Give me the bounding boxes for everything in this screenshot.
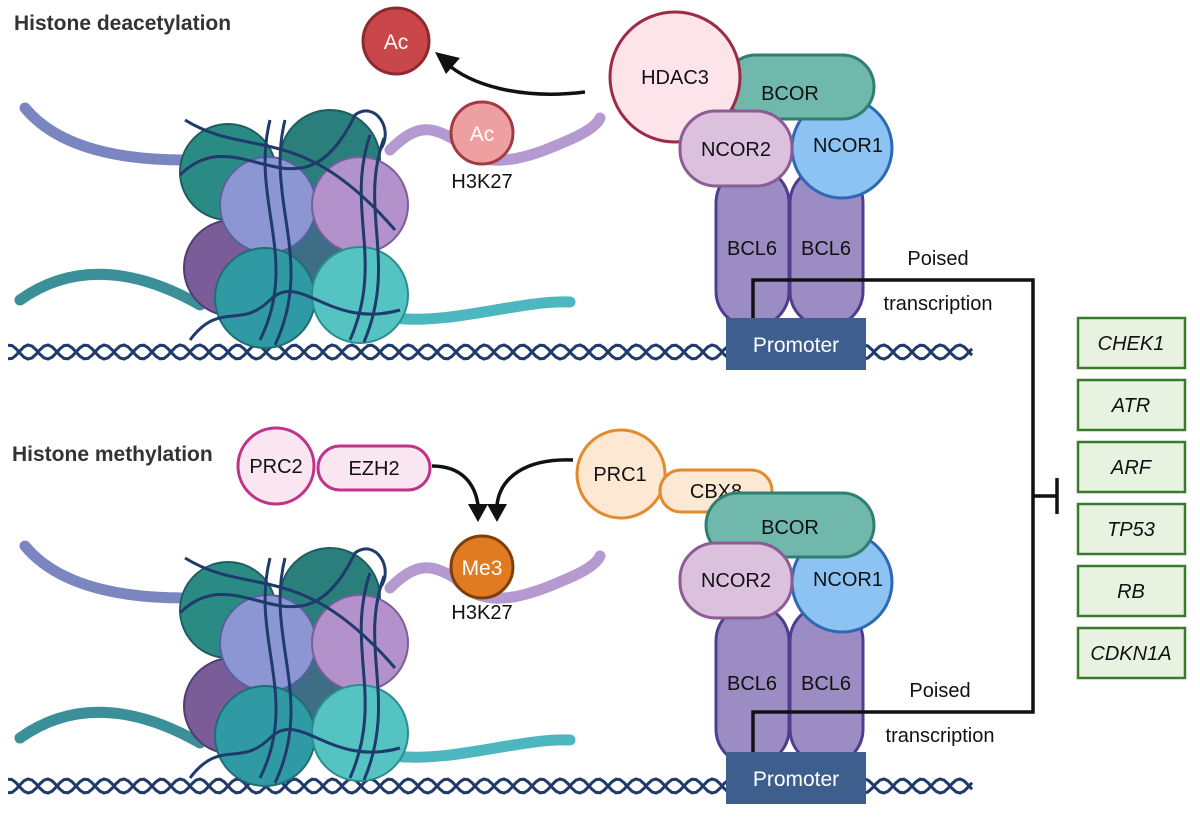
- gene-box-cdkn1a: CDKN1A: [1076, 626, 1187, 680]
- h3k27-tail-bottom: Me3 H3K27: [449, 534, 606, 624]
- svg-text:NCOR1: NCOR1: [813, 135, 883, 157]
- prc2-complex: PRC2 EZH2: [236, 426, 432, 506]
- gene-label: TP53: [1107, 519, 1155, 541]
- ncor2-bottom: [678, 541, 794, 620]
- svg-text:EZH2: EZH2: [348, 458, 399, 480]
- repressor-complex-top: BCL6 BCL6 BCOR NCOR1 HDAC3 NCOR2 Promote…: [608, 10, 1035, 496]
- gene-label: CDKN1A: [1090, 643, 1171, 665]
- svg-text:PRC2: PRC2: [249, 456, 302, 478]
- gene-box-arf: ARF: [1076, 440, 1187, 494]
- svg-text:Poised: Poised: [909, 680, 970, 702]
- svg-text:transcription: transcription: [886, 725, 995, 747]
- svg-text:PRC1: PRC1: [593, 464, 646, 486]
- svg-text:Ac: Ac: [384, 31, 409, 54]
- svg-text:Promoter: Promoter: [753, 768, 839, 791]
- svg-text:BCL6: BCL6: [727, 238, 777, 260]
- release-arrow-head: [435, 52, 460, 74]
- gene-box-tp53: TP53: [1076, 502, 1187, 556]
- svg-text:BCOR: BCOR: [761, 83, 819, 105]
- repressor-complex-bottom: BCL6 BCL6 BCOR NCOR1 NCOR2 Promoter Pois…: [678, 491, 1035, 804]
- svg-text:BCL6: BCL6: [801, 238, 851, 260]
- ezh2-arrow: [431, 464, 480, 506]
- ac-mark: Ac: [470, 123, 495, 146]
- svg-text:BCOR: BCOR: [761, 517, 819, 539]
- release-arrow: [443, 60, 586, 96]
- h3k27-tail-top: Ac H3K27: [449, 100, 606, 193]
- gene-box-rb: RB: [1076, 564, 1187, 618]
- svg-text:BCL6: BCL6: [801, 673, 851, 695]
- gene-label: ARF: [1110, 457, 1153, 479]
- svg-text:NCOR1: NCOR1: [813, 569, 883, 591]
- svg-text:Poised: Poised: [907, 248, 968, 270]
- h3k27-label-bottom: H3K27: [451, 602, 512, 624]
- h3k27-label-top: H3K27: [451, 171, 512, 193]
- hdac3: [608, 10, 742, 144]
- poised-line-top: [751, 278, 1035, 496]
- svg-text:NCOR2: NCOR2: [701, 139, 771, 161]
- me3-mark: Me3: [462, 557, 503, 580]
- svg-text:HDAC3: HDAC3: [641, 67, 709, 89]
- promoter-top: [726, 318, 866, 370]
- section-title-methylation: Histone methylation: [12, 443, 213, 466]
- gene-label: RB: [1117, 581, 1145, 603]
- inhibition-marker: [1033, 478, 1059, 514]
- ncor2-top: [678, 109, 794, 188]
- section-title-deacetylation: Histone deacetylation: [14, 12, 231, 35]
- bcor-bottom: [704, 491, 876, 559]
- svg-text:Promoter: Promoter: [753, 334, 839, 357]
- prc1-arrow: [495, 458, 574, 506]
- gene-label: CHEK1: [1098, 333, 1165, 355]
- svg-text:transcription: transcription: [884, 293, 993, 315]
- ac-released: Ac: [361, 6, 431, 76]
- gene-box-atr: ATR: [1076, 378, 1187, 432]
- svg-text:BCL6: BCL6: [727, 673, 777, 695]
- gene-box-chek1: CHEK1: [1076, 316, 1187, 370]
- svg-text:NCOR2: NCOR2: [701, 570, 771, 592]
- gene-label: ATR: [1111, 395, 1151, 417]
- poised-line-bottom: [751, 496, 1035, 752]
- promoter-bottom: [726, 752, 866, 804]
